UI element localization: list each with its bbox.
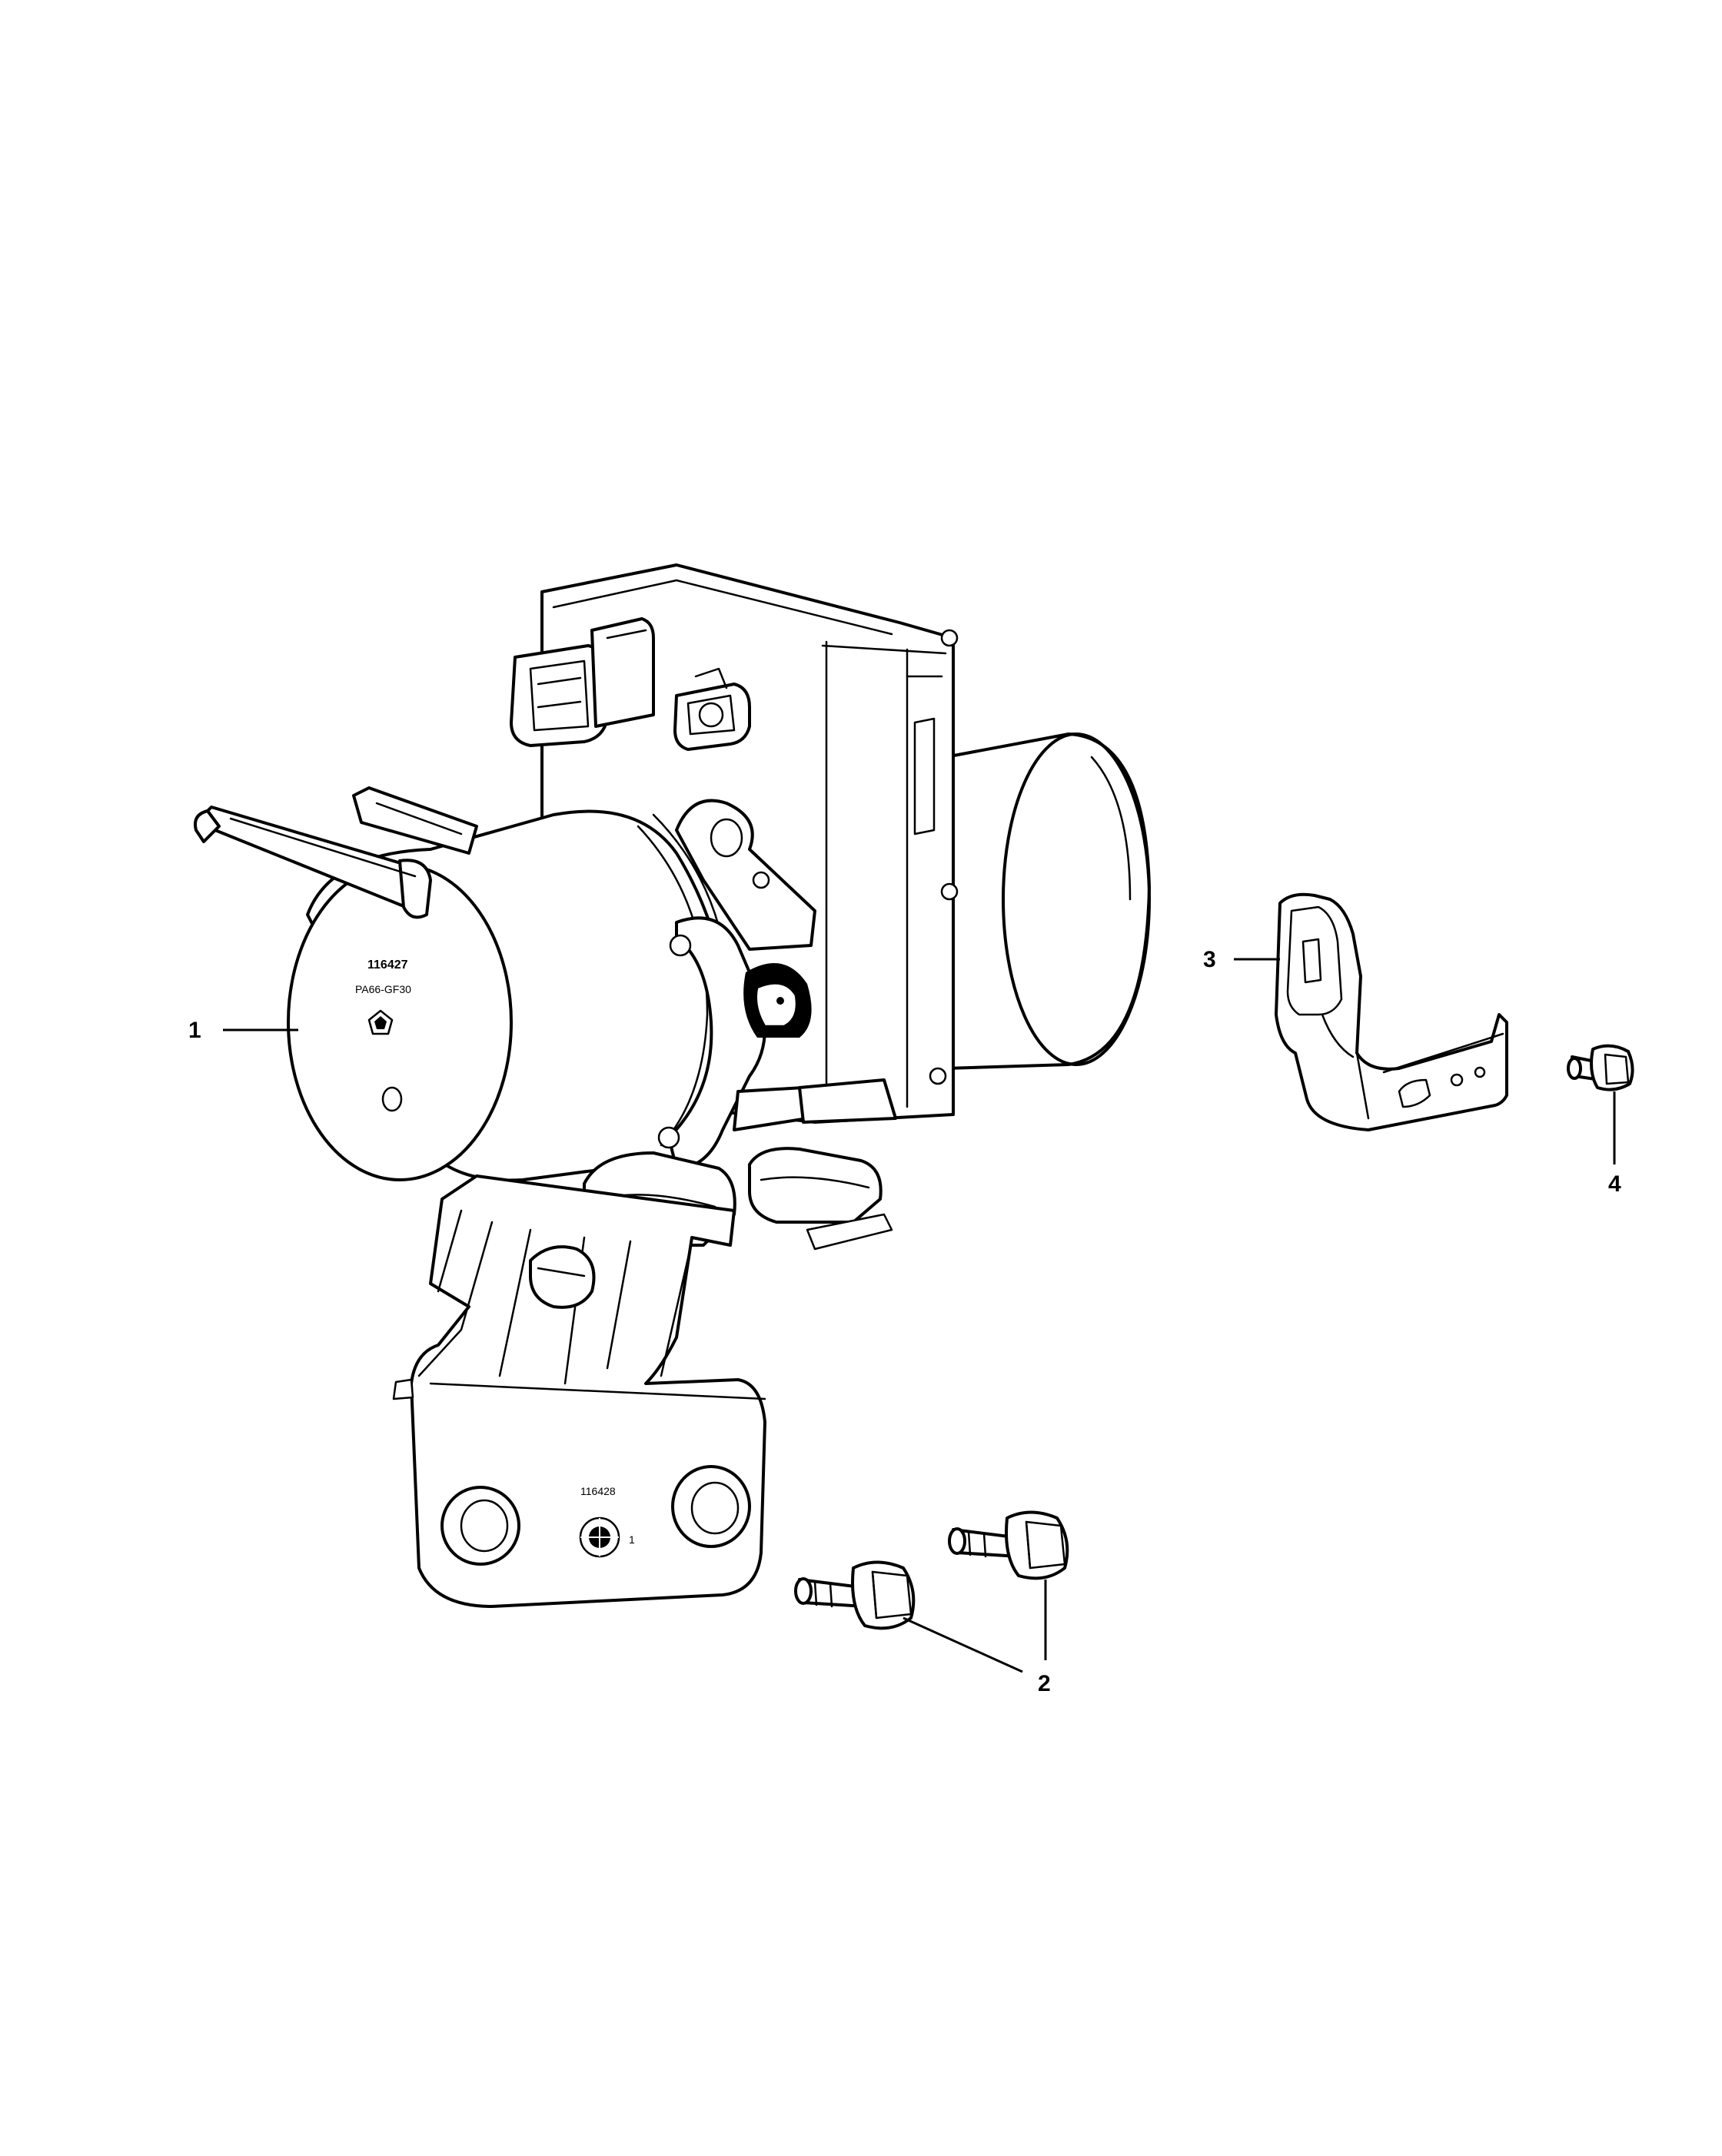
- callout-label-4: 4: [1608, 1171, 1621, 1197]
- mounting-bracket: 116428 1: [392, 1174, 766, 1608]
- bolt-upper: [948, 1510, 1069, 1580]
- pump-material-code: PA66-GF30: [355, 983, 411, 995]
- callout-label-2: 2: [1038, 1671, 1051, 1696]
- connector-main: [510, 617, 655, 747]
- pump-part-number: 116427: [367, 958, 408, 972]
- bracket-mark: 1: [629, 1533, 635, 1546]
- bracket-hole-right: [671, 1465, 751, 1548]
- date-stamp-icon: [579, 1517, 620, 1558]
- callout-3: 3: [1203, 947, 1280, 972]
- callout-2: 2: [903, 1580, 1051, 1696]
- callout-1: 1: [188, 1018, 298, 1043]
- pump-flange: [657, 916, 897, 1170]
- screw: [1567, 1044, 1634, 1091]
- pump-assembly: 116427 PA66-GF30: [194, 563, 1151, 1608]
- connector-secondary: [673, 667, 751, 751]
- hose-fittings: [194, 786, 478, 919]
- line-bracket: [1275, 892, 1508, 1131]
- pentastar-logo-icon: [367, 1009, 394, 1035]
- bracket-part-number: 116428: [580, 1485, 616, 1497]
- callout-4: 4: [1608, 1091, 1621, 1197]
- bolt-lower: [794, 1560, 916, 1630]
- callout-label-1: 1: [188, 1018, 201, 1043]
- bracket-hole-left: [440, 1486, 520, 1566]
- callout-label-3: 3: [1203, 947, 1216, 972]
- motor-housing: [944, 733, 1151, 1070]
- mounting-tab: [675, 799, 816, 951]
